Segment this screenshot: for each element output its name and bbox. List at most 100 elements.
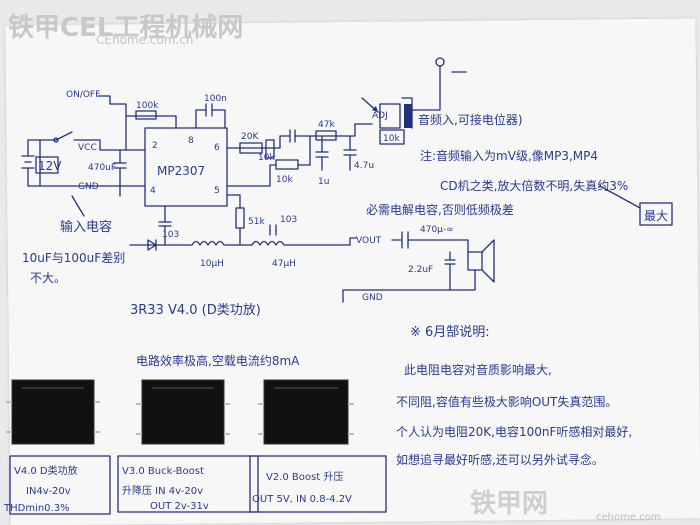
pot-label-box bbox=[379, 129, 405, 145]
efficiency-note: 电路效率极高,空载电流约8mA bbox=[136, 353, 300, 368]
c100n-wire bbox=[195, 109, 226, 129]
module-v2-spec1: OUT 5V, IN 0.8-4.2V bbox=[252, 494, 352, 505]
battery-label-box bbox=[35, 156, 59, 174]
r100k-wire bbox=[125, 115, 177, 129]
watermark-top-left-url: CEhome.com.cn bbox=[96, 33, 193, 47]
switch-pivot bbox=[53, 137, 59, 143]
cap-note-line1: 10uF与100uF差别 bbox=[22, 251, 125, 265]
module-v4-spec1: IN4v-20v bbox=[26, 486, 71, 497]
input-cap-arrow bbox=[71, 195, 85, 217]
switch-arm bbox=[55, 131, 73, 141]
c-103-a bbox=[158, 205, 172, 246]
c-1u bbox=[315, 135, 329, 171]
r-10k-mid bbox=[275, 159, 299, 170]
explain-line-2: 不同阻,容值有些极大影响OUT失真范围。 bbox=[396, 394, 617, 409]
speaker bbox=[467, 251, 483, 271]
pot-10k bbox=[379, 103, 401, 129]
pin-4: 4 bbox=[150, 186, 156, 196]
cap-note-line2: 不大。 bbox=[30, 271, 66, 285]
module-v2: V2.0 Boost 升压 OUT 5V, IN 0.8-4.2V bbox=[249, 379, 387, 513]
max-arrow bbox=[599, 185, 641, 209]
module-v4: V4.0 D类功放 IN4v-20v THDmin0.3% bbox=[3, 379, 111, 515]
vcc-wire bbox=[91, 139, 127, 151]
explain-line-1: 此电阻电容对音质影响最大, bbox=[404, 362, 552, 377]
r-47k bbox=[315, 130, 337, 141]
vout-label: VOUT bbox=[356, 236, 382, 246]
r-20k-label: 20K bbox=[241, 132, 259, 142]
l-10uh-label: 10μH bbox=[200, 259, 224, 269]
watermark-top-left: 铁甲CEL工程机械网 bbox=[8, 12, 243, 43]
onoff-wire bbox=[97, 95, 146, 151]
max-box bbox=[639, 202, 673, 226]
explain-title: ※ 6月郜说明: bbox=[410, 325, 490, 340]
c-in-label: 470uF bbox=[88, 163, 116, 173]
input-jack bbox=[435, 57, 445, 67]
vcc-label: VCC bbox=[78, 143, 97, 153]
module-v3-spec2: OUT 2v-31v bbox=[150, 501, 209, 512]
module-v3-title: V3.0 Buck-Boost bbox=[122, 466, 204, 477]
c-22uf bbox=[444, 251, 456, 291]
audio-in-note: 音频入,可接电位器) bbox=[418, 112, 523, 127]
speaker-cone bbox=[481, 239, 495, 283]
r-51k-wire bbox=[226, 194, 241, 246]
r-100k bbox=[135, 110, 157, 120]
note-line1: 注:音频输入为mV级,像MP3,MP4 bbox=[420, 148, 598, 163]
r-10k-mid-label: 10k bbox=[276, 175, 293, 185]
gnd-out-label: GND bbox=[362, 293, 383, 303]
pin-8: 8 bbox=[188, 136, 194, 146]
module-v3-spec1: 升降压 IN 4v-20v bbox=[122, 484, 203, 497]
pin5-wire bbox=[226, 135, 311, 187]
battery-loop bbox=[39, 139, 93, 187]
module-v4-chip bbox=[11, 379, 95, 445]
pin-6: 6 bbox=[214, 143, 220, 153]
note-line2: CD机之类,放大倍数不明,失真约3% bbox=[440, 178, 628, 193]
r-51k bbox=[235, 207, 245, 229]
module-v4-title: V4.0 D类功放 bbox=[14, 464, 78, 477]
module-v2-title: V2.0 Boost 升压 bbox=[266, 471, 343, 483]
diode bbox=[147, 239, 157, 251]
max-label: 最大 bbox=[644, 209, 668, 223]
battery-wires bbox=[27, 139, 41, 187]
r-51k-label: 51k bbox=[248, 217, 265, 227]
ic-mp2307 bbox=[144, 127, 228, 207]
note-line3: 必需电解电容,否则低频极差 bbox=[366, 202, 514, 217]
pot-arrow-head bbox=[372, 106, 378, 112]
gnd-label: GND bbox=[78, 182, 99, 192]
pin-5: 5 bbox=[214, 186, 220, 196]
adj-wire bbox=[349, 123, 373, 137]
explain-line-4: 如想追寻最好听感,还可以另外试寻念。 bbox=[396, 452, 604, 467]
module-v3: V3.0 Buck-Boost 升降压 IN 4v-20v OUT 2v-31v bbox=[117, 379, 259, 513]
c-103-a-label: 103 bbox=[162, 230, 179, 240]
module-v4-spec2: THDmin0.3% bbox=[3, 503, 70, 514]
battery-label: 12V bbox=[38, 159, 62, 173]
r-10k-top bbox=[265, 139, 275, 159]
watermark-bottom-right-url: cehome.com bbox=[596, 512, 661, 523]
input-jack-wire bbox=[411, 65, 441, 111]
l-47uh bbox=[251, 237, 357, 246]
watermark-bottom-right: 铁甲网 bbox=[470, 488, 548, 519]
r-47k-label: 47k bbox=[318, 120, 335, 130]
c-out bbox=[391, 231, 469, 253]
module-v3-label-box bbox=[117, 455, 259, 513]
gnd-out-wire bbox=[342, 269, 476, 303]
l-10uh bbox=[191, 240, 253, 246]
r-20k bbox=[239, 142, 263, 154]
explain-line-3: 个人认为电阻20K,电容100nF听感相对最好, bbox=[396, 424, 632, 439]
onoff-label: ON/OFF bbox=[66, 90, 100, 100]
c-1u-label: 1u bbox=[318, 177, 329, 187]
pin-2: 2 bbox=[152, 141, 158, 151]
r-10k-top-label: 10k bbox=[258, 153, 275, 163]
l-47uh-label: 47μH bbox=[272, 259, 296, 269]
ic-name: MP2307 bbox=[157, 164, 205, 178]
module-v2-label-box bbox=[249, 455, 387, 513]
c-103-b-label: 103 bbox=[280, 215, 297, 225]
pin6-wire bbox=[226, 135, 291, 149]
module-v2-chip bbox=[263, 379, 349, 445]
c-103-b bbox=[269, 224, 277, 236]
r-100k-label: 100k bbox=[136, 101, 159, 111]
pot-label: 10k bbox=[383, 134, 400, 144]
pot-knob bbox=[404, 104, 412, 128]
c-4-7u-label: 4.7u bbox=[354, 161, 374, 171]
